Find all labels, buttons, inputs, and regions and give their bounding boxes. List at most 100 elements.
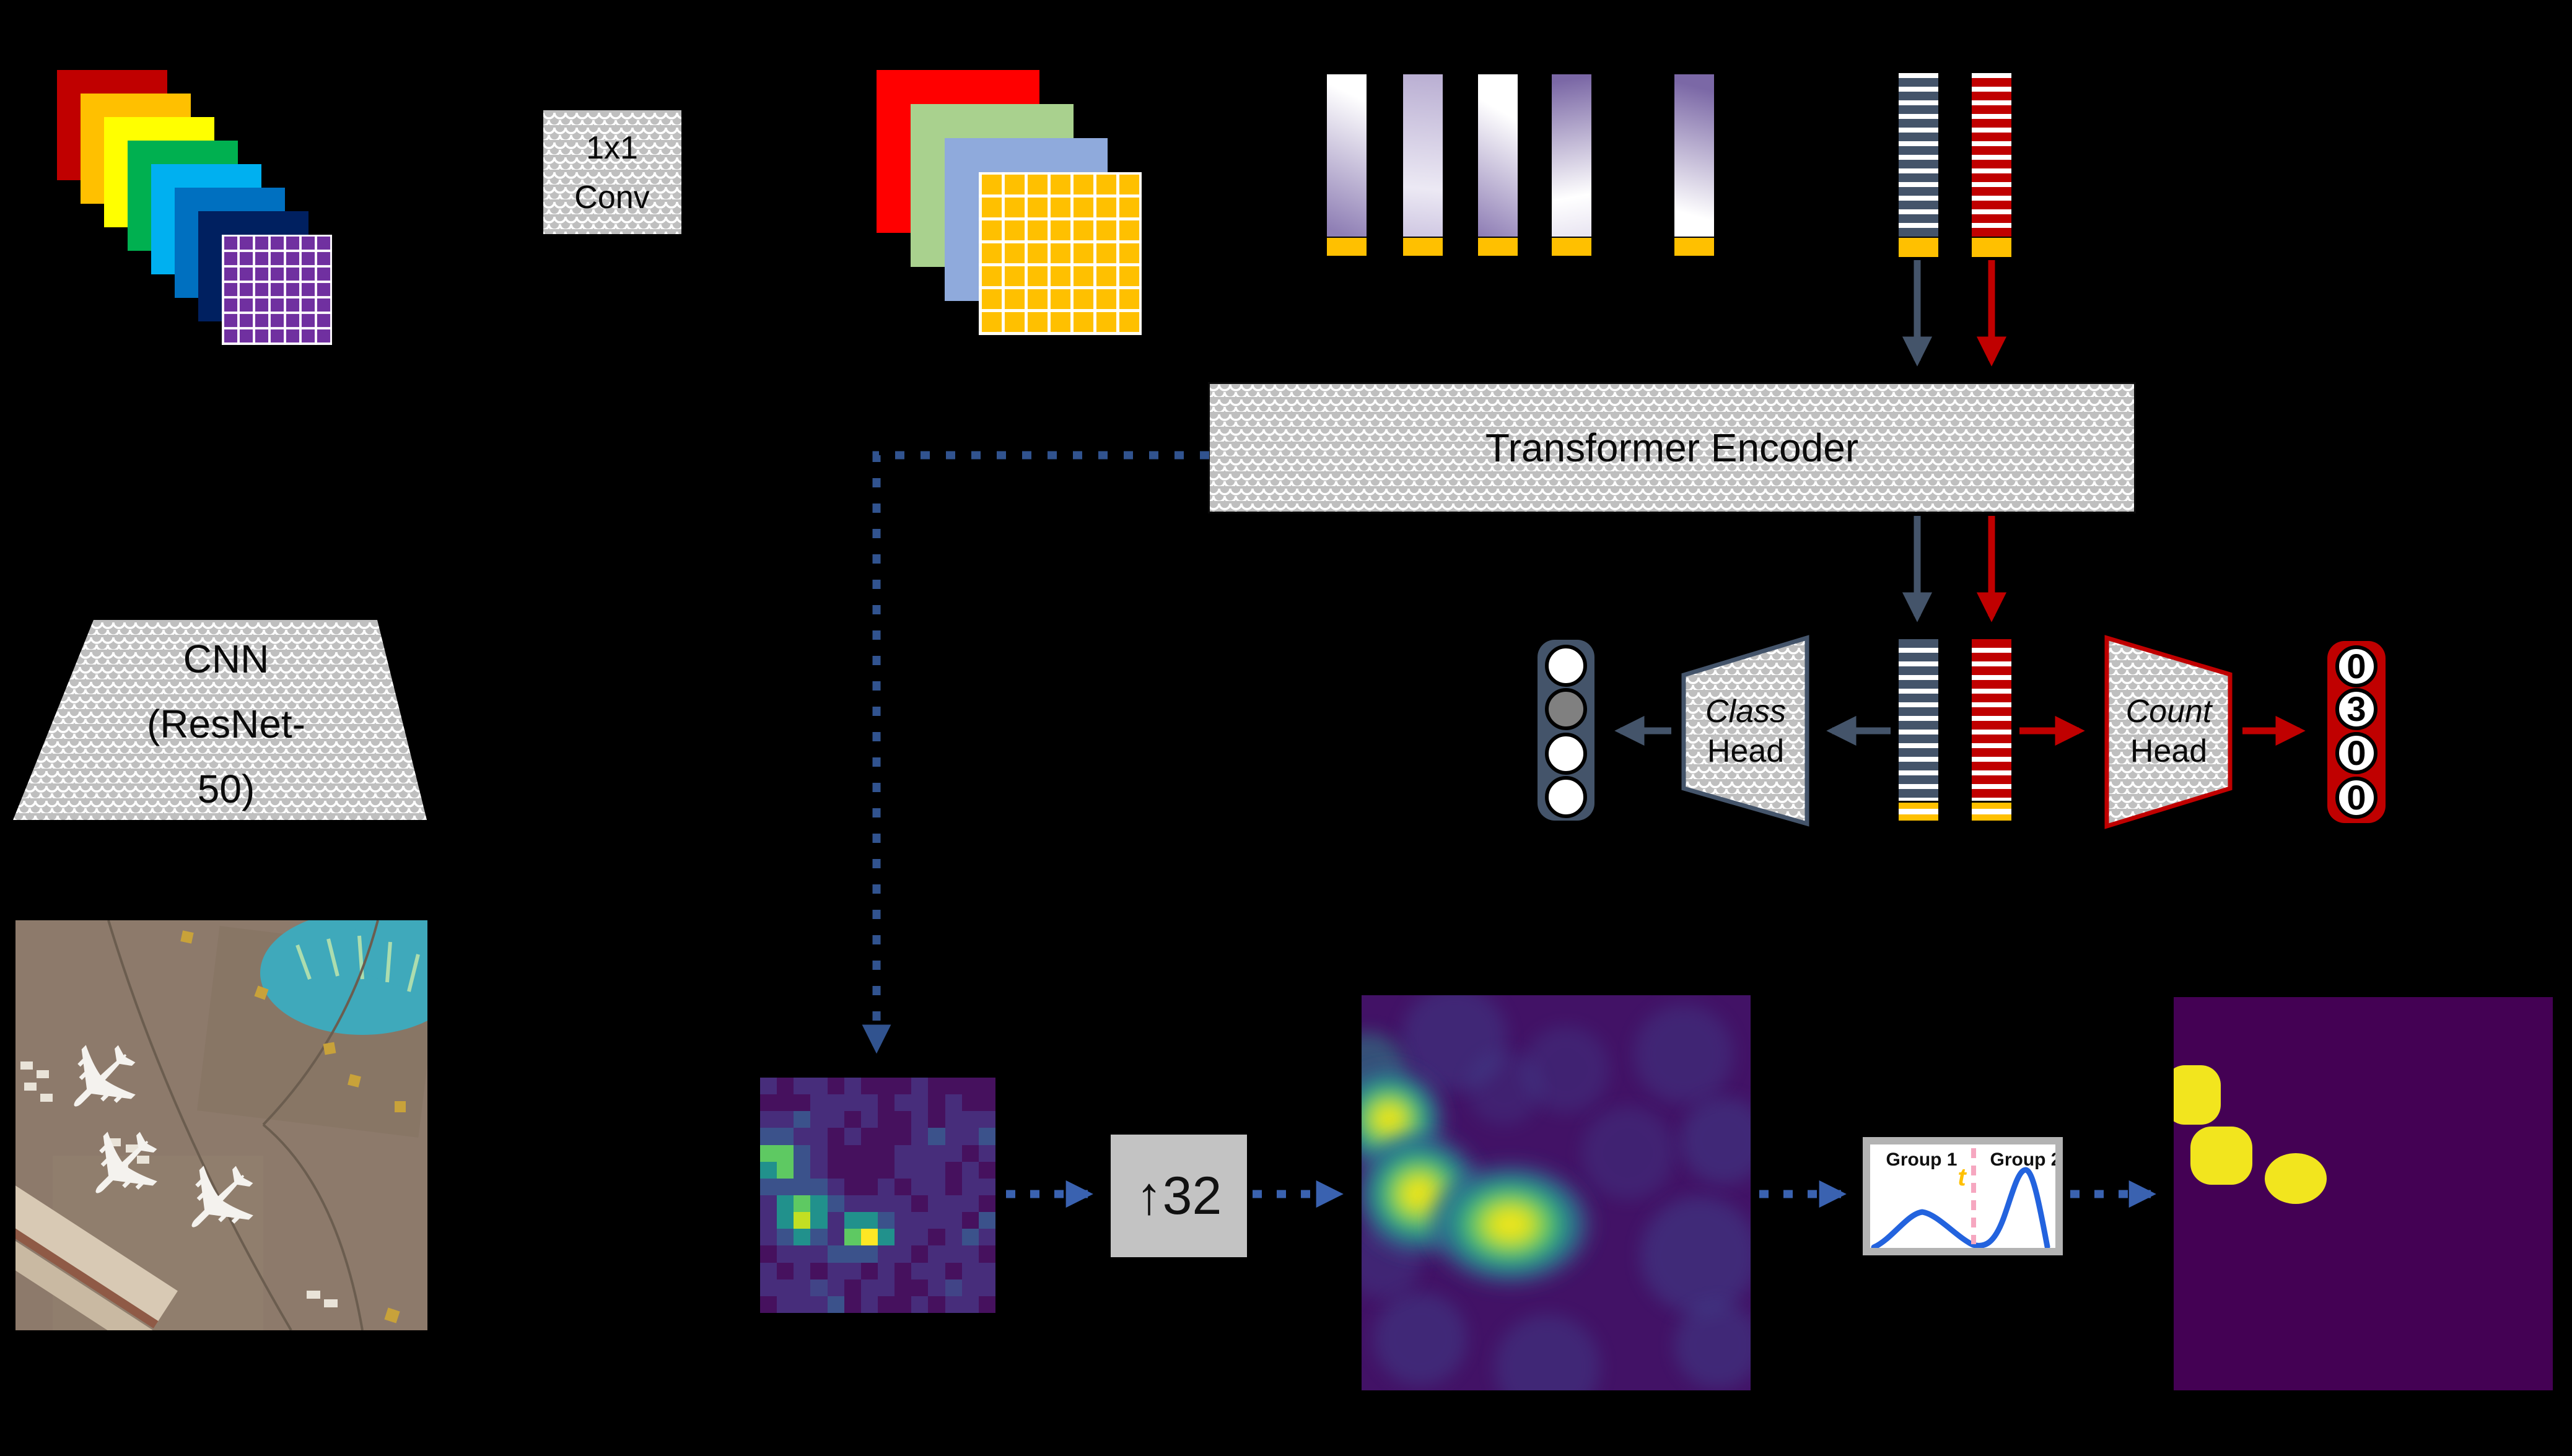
feature-map-layer <box>222 235 332 345</box>
density-cell <box>760 1245 777 1263</box>
density-cell <box>827 1229 844 1246</box>
density-cell <box>911 1178 929 1195</box>
density-cell <box>877 1078 895 1095</box>
segmentation-map <box>2174 997 2553 1390</box>
cnn-backbone-body <box>13 620 427 820</box>
density-cell <box>928 1212 945 1229</box>
density-cell <box>794 1229 811 1246</box>
density-cell <box>928 1245 945 1263</box>
density-cell <box>860 1161 878 1179</box>
density-cell <box>777 1262 794 1279</box>
density-haze <box>1374 1293 1467 1385</box>
segmentation-blob <box>2174 1065 2221 1125</box>
encoded-class-token-column <box>1899 639 1938 821</box>
input-image: ✈ ✈ ✈ <box>15 920 427 1330</box>
count-head-body <box>2104 635 2233 829</box>
density-cell <box>844 1279 861 1296</box>
density-cell <box>928 1078 945 1095</box>
density-cell <box>945 1094 962 1112</box>
density-cell <box>877 1245 895 1263</box>
density-cell <box>844 1078 861 1095</box>
density-map-small <box>760 1078 995 1313</box>
density-cell <box>844 1161 861 1179</box>
density-cell <box>777 1128 794 1145</box>
density-cell <box>895 1161 912 1179</box>
count-head: Count Head <box>2104 635 2233 829</box>
density-cell <box>777 1161 794 1179</box>
token-bar-row <box>1327 74 1715 257</box>
density-cell <box>911 1195 929 1213</box>
upsample-box: ↑32 <box>1111 1135 1247 1257</box>
density-cell <box>928 1178 945 1195</box>
group1-label: Group 1 <box>1886 1149 1957 1170</box>
density-cell <box>860 1178 878 1195</box>
density-cell <box>810 1229 828 1246</box>
density-cell <box>810 1094 828 1112</box>
density-cell <box>895 1128 912 1145</box>
density-cell <box>777 1178 794 1195</box>
encoded-count-token-column <box>1972 639 2011 821</box>
density-cell <box>794 1128 811 1145</box>
density-cell <box>844 1111 861 1128</box>
density-cell <box>961 1161 979 1179</box>
density-cell <box>827 1195 844 1213</box>
density-cell <box>911 1128 929 1145</box>
terminal-building <box>15 1183 178 1330</box>
density-cell <box>978 1279 995 1296</box>
density-cell <box>978 1161 995 1179</box>
density-cell <box>961 1279 979 1296</box>
segmentation-blob <box>2265 1153 2327 1204</box>
density-haze <box>1523 1026 1609 1113</box>
density-cell <box>945 1195 962 1213</box>
density-cell <box>794 1178 811 1195</box>
patch-token-bar <box>1327 74 1367 237</box>
density-cell <box>978 1111 995 1128</box>
count-token-positional-block <box>1972 238 2011 257</box>
patch-token-bar <box>1674 74 1714 237</box>
density-hot-spot <box>1424 1159 1597 1289</box>
upsample-label: ↑32 <box>1135 1166 1222 1226</box>
density-cell <box>860 1279 878 1296</box>
density-cell <box>860 1296 878 1313</box>
density-cell <box>978 1128 995 1145</box>
density-cell <box>928 1296 945 1313</box>
density-cell <box>760 1296 777 1313</box>
density-cell <box>877 1094 895 1112</box>
density-cell <box>760 1195 777 1213</box>
density-cell <box>911 1279 929 1296</box>
density-cell <box>844 1178 861 1195</box>
density-cell <box>794 1195 811 1213</box>
cnn-label-line3: 50) <box>198 767 255 811</box>
density-map-large-blobs <box>1362 995 1751 1390</box>
patch-token-bar <box>1552 74 1591 237</box>
density-cell <box>760 1128 777 1145</box>
density-cell <box>945 1262 962 1279</box>
density-cell <box>978 1078 995 1095</box>
density-cell <box>860 1262 878 1279</box>
density-cell <box>810 1245 828 1263</box>
density-cell <box>978 1229 995 1246</box>
density-cell <box>877 1161 895 1179</box>
segmentation-blobs <box>2174 1065 2327 1204</box>
conv-box-body <box>543 110 681 234</box>
density-cell <box>895 1296 912 1313</box>
density-cell <box>928 1229 945 1246</box>
density-cell <box>760 1111 777 1128</box>
patch-token-positional-block <box>1403 238 1443 256</box>
density-haze <box>1467 1051 1541 1125</box>
density-cell <box>877 1195 895 1213</box>
count-output-cell <box>2335 777 2377 819</box>
density-cell <box>860 1144 878 1162</box>
density-cell <box>760 1094 777 1112</box>
count-token-stripes <box>1972 73 2011 237</box>
density-cell <box>877 1229 895 1246</box>
density-cell <box>794 1094 811 1112</box>
density-cell <box>928 1094 945 1112</box>
density-cell <box>860 1128 878 1145</box>
density-cell <box>961 1111 979 1128</box>
density-cell <box>827 1144 844 1162</box>
class-output-cell <box>1545 645 1587 687</box>
patch-token-positional-block <box>1327 238 1367 256</box>
density-cell <box>978 1296 995 1313</box>
